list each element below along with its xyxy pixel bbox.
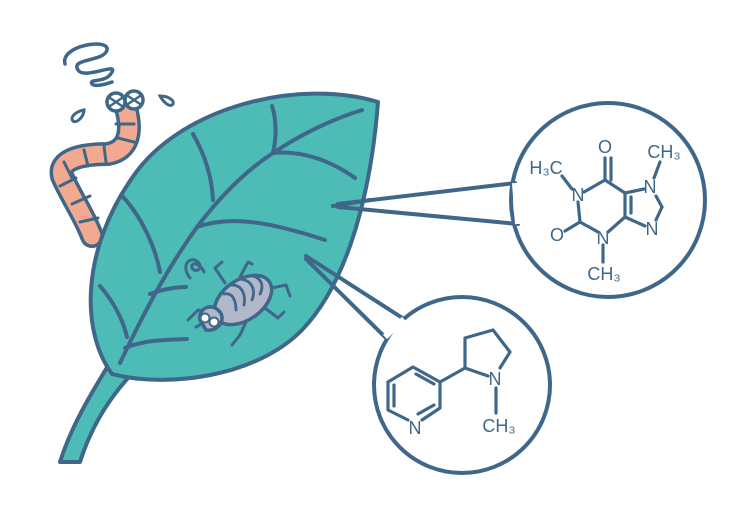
- sweat-drop-icon: [157, 94, 175, 107]
- nicotine-bonds: [386, 328, 512, 422]
- caffeine-methyl: CH₃: [587, 264, 620, 284]
- caffeine-atom-n: N: [644, 177, 657, 197]
- caffeine-atom-n: N: [646, 219, 659, 239]
- leaf-veins: [98, 104, 372, 365]
- caffeine-atom-o: O: [598, 137, 612, 157]
- nicotine-methyl: CH₃: [482, 416, 515, 436]
- worm-eyes: [105, 89, 145, 113]
- caffeine-atom-n: N: [572, 185, 585, 205]
- caffeine-atom-n: N: [597, 228, 610, 248]
- nicotine-callout: N N CH₃: [304, 254, 552, 475]
- nicotine-atom-n: N: [489, 369, 502, 389]
- dizzy-swirl-icon: [63, 42, 115, 88]
- caffeine-bonds: [560, 156, 664, 264]
- worm: [49, 42, 175, 248]
- nicotine-atom-n: N: [409, 418, 422, 438]
- caffeine-methyl: CH₃: [647, 142, 680, 162]
- leaf: [88, 91, 380, 382]
- dizzy-swirl-icon: [184, 258, 206, 280]
- caffeine-methyl: H₃C: [529, 158, 562, 178]
- leaf-stem: [58, 354, 130, 464]
- caffeine-callout: O O N N N N H₃C CH₃ CH₃: [336, 101, 707, 299]
- caffeine-atom-o: O: [550, 225, 564, 245]
- sweat-drop-icon: [70, 108, 86, 124]
- bug: [184, 258, 292, 347]
